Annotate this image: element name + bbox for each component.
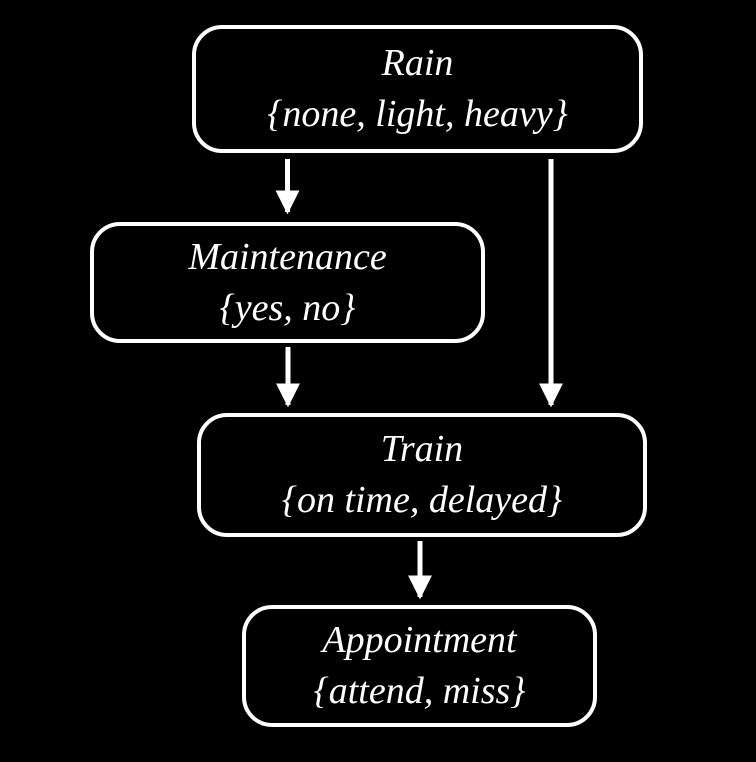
node-maintenance-domain: {yes, no}: [219, 286, 356, 329]
node-appointment-domain: {attend, miss}: [313, 670, 526, 712]
node-train-label: Train: [380, 428, 464, 471]
node-appointment-label: Appointment: [322, 619, 517, 662]
node-train-domain: {on time, delayed}: [281, 479, 563, 521]
node-appointment: Appointment {attend, miss}: [242, 605, 597, 727]
node-rain-domain: {none, light, heavy}: [267, 93, 568, 135]
node-maintenance: Maintenance {yes, no}: [90, 222, 485, 343]
node-rain-label: Rain: [381, 42, 454, 85]
node-maintenance-label: Maintenance: [188, 235, 387, 278]
node-rain: Rain {none, light, heavy}: [192, 25, 643, 153]
node-train: Train {on time, delayed}: [197, 413, 647, 537]
